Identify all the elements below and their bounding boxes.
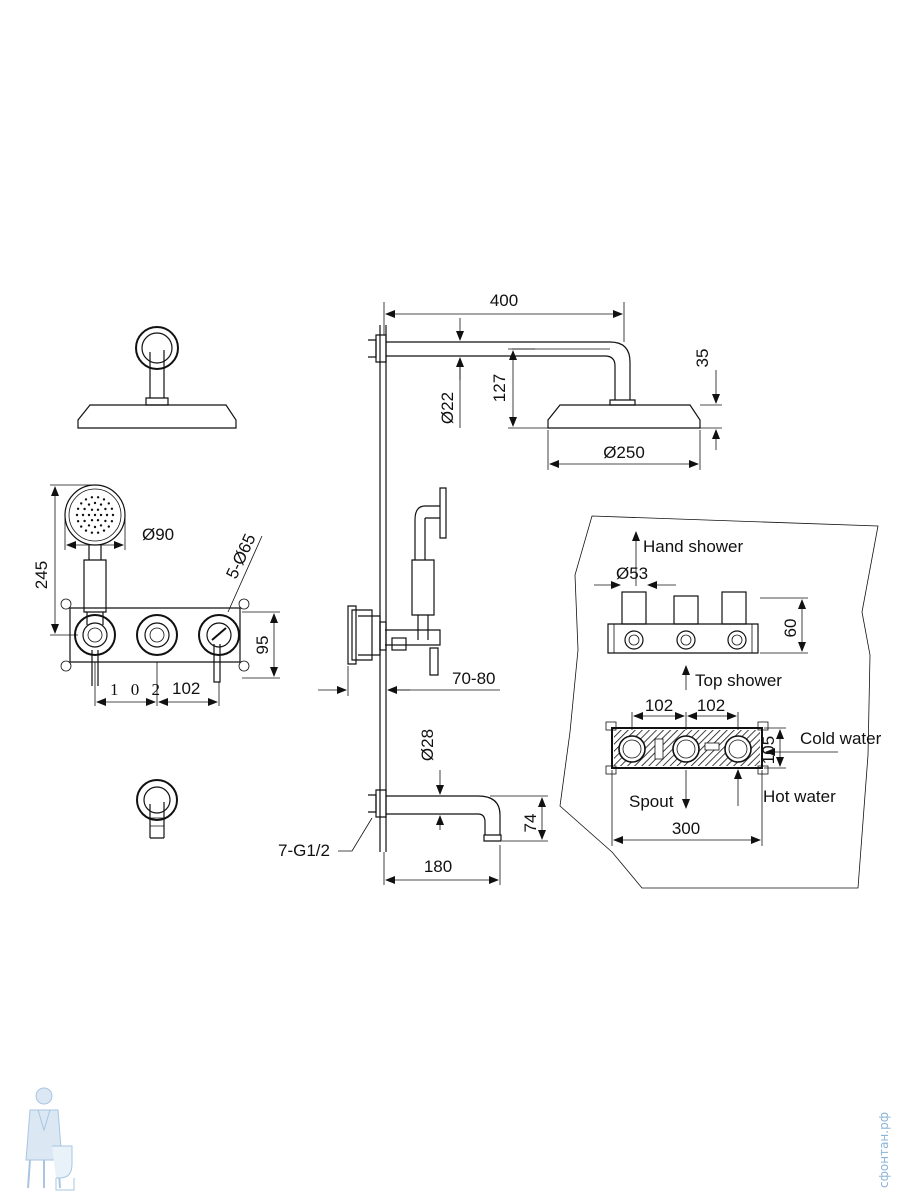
nozzle-dot — [84, 529, 88, 532]
hand-shower-nozzles — [75, 496, 115, 534]
dim-valve-diameter: Ø53 — [616, 564, 648, 583]
dim-box-width: 300 — [672, 819, 700, 838]
side-elevation: 400 Ø22 127 35 Ø250 70-80 Ø28 — [278, 291, 722, 885]
nozzle-dot — [105, 513, 109, 517]
nozzle-dot — [107, 525, 111, 528]
nozzle-dot — [87, 503, 91, 506]
nozzle-dot — [96, 496, 100, 499]
dim-arm-diameter: Ø22 — [438, 392, 457, 424]
dim-head-thickness: 35 — [693, 349, 712, 368]
nozzle-dot — [90, 508, 94, 511]
nozzle-dot — [104, 507, 107, 511]
dim-valve-spacing-right: 102 — [697, 696, 725, 715]
nozzle-dot — [107, 502, 111, 505]
spout-front-view — [136, 779, 178, 839]
nozzle-dot — [96, 519, 100, 522]
nozzle-dot — [75, 513, 79, 517]
dim-plate-height: 95 — [253, 636, 272, 655]
nozzle-dot — [81, 513, 85, 517]
dim-valve-height: 60 — [781, 619, 800, 638]
dim-knob-diameter: 5-Ø65 — [222, 531, 259, 582]
label-top-shower: Top shower — [695, 671, 782, 690]
label-spout: Spout — [629, 792, 674, 811]
hand-shower-front-view — [64, 484, 126, 625]
nozzle-dot — [84, 498, 88, 501]
dim-spout-length: 180 — [424, 857, 452, 876]
nozzle-dot — [87, 524, 91, 527]
nozzle-dot — [83, 519, 86, 523]
rain-shower-front-view — [77, 326, 237, 429]
nozzle-dot — [90, 496, 94, 499]
nozzle-dot — [80, 502, 83, 505]
installation-detail: Hand shower Ø53 60 Top shower 102 102 — [559, 515, 882, 889]
control-plate-front-view — [60, 598, 250, 686]
nozzle-dot — [90, 531, 94, 534]
nozzle-dot — [93, 513, 97, 517]
nozzle-dot — [87, 513, 91, 517]
nozzle-dot — [96, 531, 100, 534]
nozzle-dot — [102, 529, 106, 532]
dim-spout-drop: 74 — [521, 814, 540, 833]
nozzle-dot — [83, 507, 86, 511]
plumber-mascot-logo — [25, 1087, 75, 1191]
dim-knob-spacing-left: 1 0 2 — [110, 680, 164, 699]
dim-head-diameter: Ø250 — [603, 443, 645, 462]
nozzle-dot — [90, 519, 94, 522]
dim-hand-shower-height: 245 — [32, 561, 51, 589]
nozzle-dot — [99, 524, 103, 527]
dim-wall-projection: 70-80 — [452, 669, 495, 688]
nozzle-dot — [93, 501, 97, 505]
dim-valve-spacing-left: 102 — [645, 696, 673, 715]
label-hand-shower: Hand shower — [643, 537, 744, 556]
dim-hand-shower-diameter: Ø90 — [142, 525, 174, 544]
nozzle-dot — [110, 507, 114, 510]
nozzle-dot — [93, 525, 97, 529]
nozzle-dot — [111, 513, 115, 517]
nozzle-dot — [99, 503, 103, 506]
nozzle-dot — [76, 520, 80, 523]
label-hot-water: Hot water — [763, 787, 836, 806]
dim-arm-drop: 127 — [490, 374, 509, 402]
nozzle-dot — [104, 519, 107, 523]
dim-spout-diameter: Ø28 — [418, 729, 437, 761]
nozzle-dot — [99, 513, 103, 517]
nozzle-dot — [110, 520, 114, 523]
nozzle-dot — [76, 507, 80, 510]
nozzle-dot — [102, 498, 106, 501]
dim-arm-length: 400 — [490, 291, 518, 310]
nozzle-dot — [80, 525, 83, 528]
watermark-text: сфонтан.рф — [877, 1112, 891, 1188]
dim-knob-spacing-right: 102 — [172, 679, 200, 698]
dim-thread: 7-G1/2 — [278, 841, 330, 860]
dim-box-height: 105 — [759, 736, 778, 764]
nozzle-dot — [96, 508, 100, 511]
label-cold-water: Cold water — [800, 729, 882, 748]
